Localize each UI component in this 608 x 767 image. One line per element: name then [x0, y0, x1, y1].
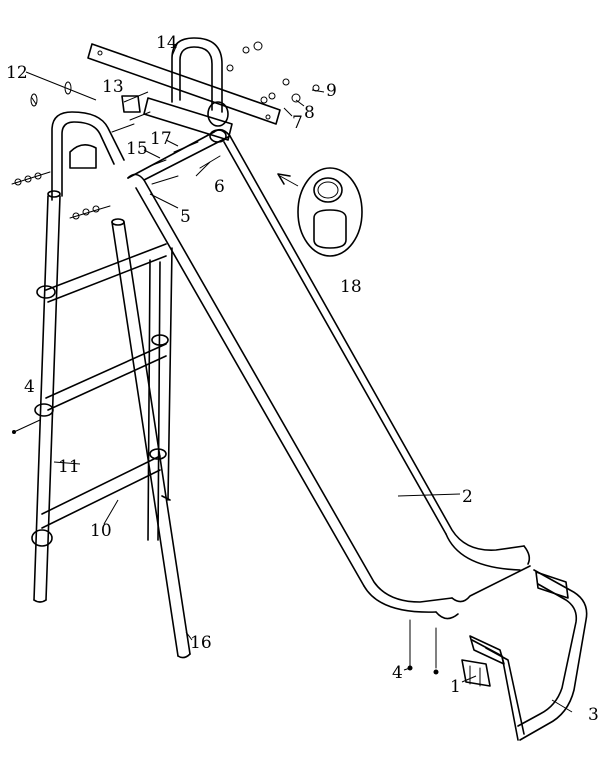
ladder-top-hoop: [51, 111, 125, 201]
label-part-1: 1: [450, 677, 461, 697]
label-part-17: 17: [150, 129, 172, 149]
label-part-14: 14: [156, 33, 178, 53]
label-part-16: 16: [190, 633, 212, 653]
top-crossbar-front: [143, 97, 233, 141]
label-part-7: 7: [292, 113, 303, 133]
label-part-4-ladder: 4: [24, 377, 35, 397]
slide-bed: [127, 128, 531, 620]
label-part-5: 5: [180, 207, 191, 227]
bracket-1: [461, 659, 491, 687]
label-part-11: 11: [58, 457, 80, 477]
label-part-8: 8: [304, 103, 315, 123]
detail-inset-18: [277, 167, 363, 257]
ladder-left-rail: [33, 190, 61, 603]
label-part-12: 12: [6, 63, 28, 83]
label-part-6: 6: [214, 177, 225, 197]
bolts-4-bottom: [407, 619, 439, 675]
label-part-2: 2: [462, 487, 473, 507]
label-part-9: 9: [326, 81, 337, 101]
label-part-10: 10: [90, 521, 112, 541]
handle-hoop-14: [171, 37, 223, 113]
label-part-13: 13: [102, 77, 124, 97]
ladder-right-rail-16: [111, 218, 191, 659]
top-crossbar-rear: [87, 43, 281, 125]
exit-hoop-3: [469, 569, 588, 741]
label-part-3: 3: [588, 705, 599, 725]
leader-lines: [25, 41, 573, 713]
label-part-18: 18: [340, 277, 362, 297]
hardware-cluster: [11, 41, 320, 220]
label-part-15: 15: [126, 139, 148, 159]
label-part-4-bottom: 4: [392, 663, 403, 683]
bolt-4-ladder: [12, 419, 41, 434]
ladder-rungs: [31, 243, 169, 547]
rear-legs: [147, 247, 173, 541]
